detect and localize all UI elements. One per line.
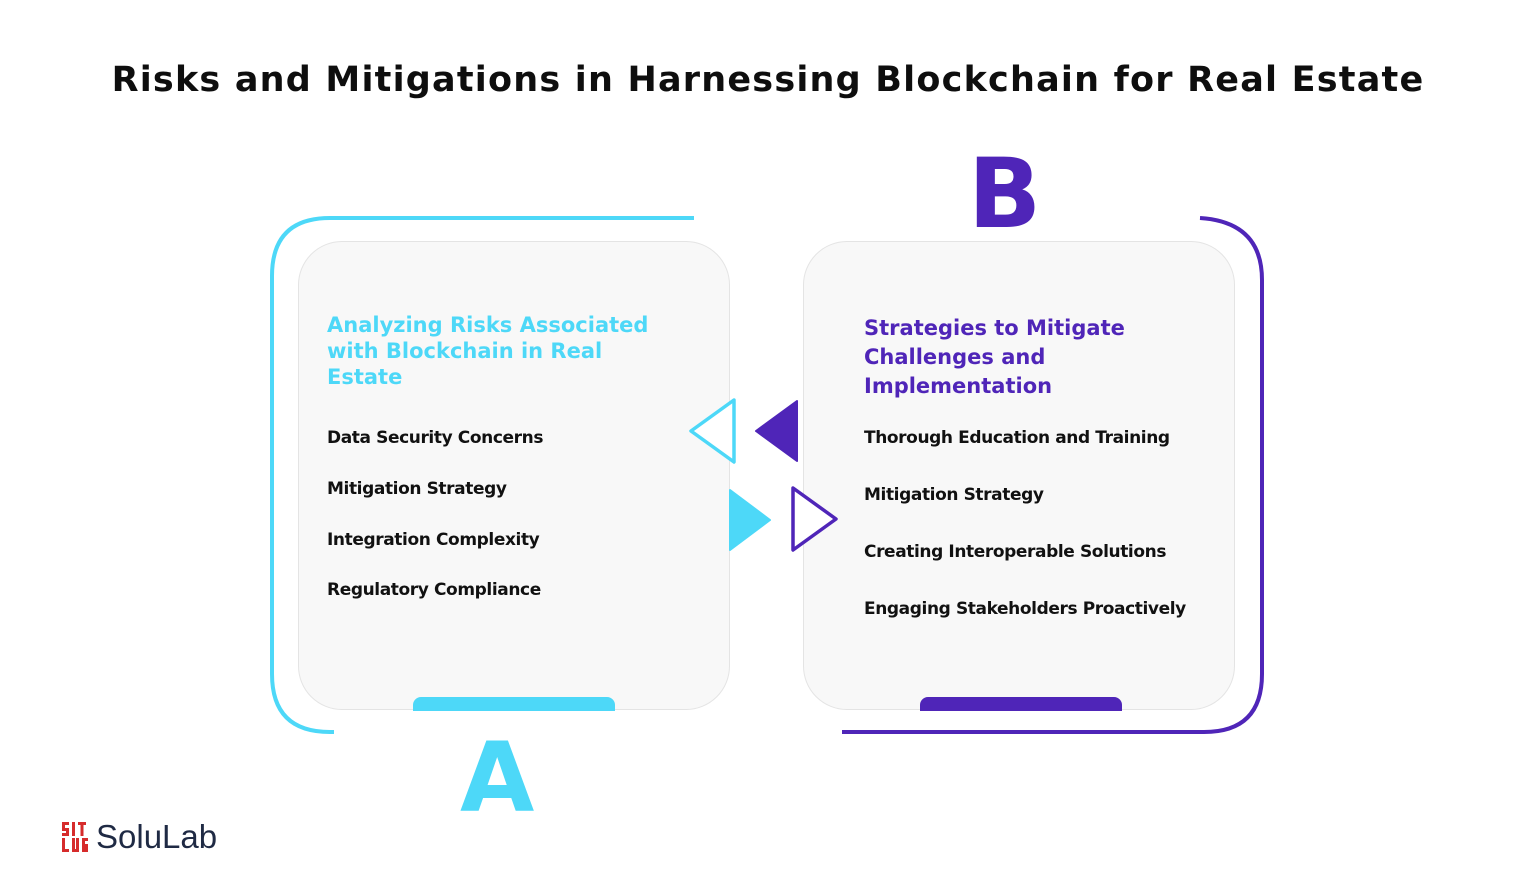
strategy-item: Engaging Stakeholders Proactively [864,599,1186,619]
right-arrow-filled-icon [729,489,771,551]
risk-item: Mitigation Strategy [327,479,507,499]
strategies-card-heading: Strategies to Mitigate Challenges and Im… [864,316,1125,398]
page-title: Risks and Mitigations in Harnessing Bloc… [111,60,1425,100]
strategies-card: Strategies to Mitigate Challenges and Im… [803,241,1235,711]
risks-card: Analyzing Risks Associated with Blockcha… [298,241,730,711]
left-arrow-outline-icon [689,398,736,464]
frame-b-bracket [842,216,1264,734]
solulab-logo-text: SoluLab [96,818,218,855]
strategy-item: Thorough Education and Training [864,428,1170,448]
strategies-card-tab [920,696,1122,711]
solulab-logo-icon [62,822,88,852]
strategy-item: Mitigation Strategy [864,485,1044,505]
risk-item: Data Security Concerns [327,428,544,448]
frame-a-bracket [270,216,694,734]
section-b-letter: B [968,138,1042,250]
risk-item: Regulatory Compliance [327,580,541,600]
risk-item: Integration Complexity [327,530,540,550]
left-arrow-filled-icon [755,400,798,462]
solulab-logo: SoluLab [62,818,217,856]
right-arrow-outline-icon [791,486,838,552]
risks-card-tab [413,696,615,711]
risks-card-heading: Analyzing Risks Associated with Blockcha… [327,313,649,389]
strategy-item: Creating Interoperable Solutions [864,542,1167,562]
section-a-letter: A [460,722,535,834]
